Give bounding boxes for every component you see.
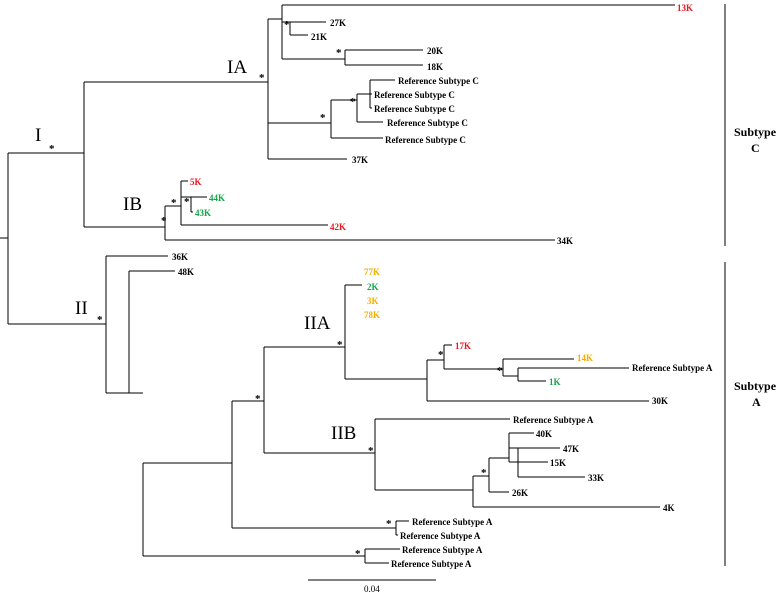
bootstrap-support-marker: * [481, 467, 487, 479]
leaf-label-18K: 18K [427, 62, 443, 72]
leaf-label-reference-subtype-c-1: Reference Subtype C [398, 76, 479, 86]
leaf-label-44K: 44K [209, 193, 225, 203]
leaf-label-43K: 43K [195, 208, 211, 218]
leaf-label-48K: 48K [178, 267, 194, 277]
subtype-a-label-line2: A [752, 395, 761, 409]
bootstrap-support-marker: * [161, 215, 167, 227]
subtype-c-label-line2: C [751, 141, 760, 155]
leaf-label-77K: 77K [364, 267, 380, 277]
leaf-label-26K: 26K [512, 488, 528, 498]
leaf-label-20K: 20K [427, 46, 443, 56]
bootstrap-support-marker: * [497, 365, 503, 377]
leaf-label-reference-subtype-c-2: Reference Subtype C [374, 90, 455, 100]
leaf-label-37K: 37K [352, 155, 368, 165]
leaf-label-30K: 30K [652, 396, 668, 406]
clade-label-IA: IA [227, 57, 247, 78]
scale-bar-label: 0.04 [364, 584, 380, 593]
clade-label-IIB: IIB [331, 423, 356, 444]
bootstrap-support-marker: * [259, 72, 265, 84]
bootstrap-support-marker: * [386, 518, 392, 530]
bootstrap-support-marker: * [336, 47, 342, 59]
clade-label-I: I [35, 125, 41, 146]
tree-branches [0, 4, 675, 564]
clade-label-IB: IB [123, 194, 142, 215]
bootstrap-support-marker: * [368, 445, 374, 457]
leaf-label-reference-subtype-c-4: Reference Subtype C [387, 118, 468, 128]
leaf-label-33K: 33K [588, 473, 604, 483]
leaf-label-4K: 4K [663, 503, 675, 513]
leaf-label-reference-subtype-c-3: Reference Subtype C [374, 104, 455, 114]
leaf-label-reference-subtype-a-3: Reference Subtype A [412, 517, 493, 527]
bootstrap-support-marker: * [320, 112, 326, 124]
bootstrap-support-marker: * [49, 143, 55, 155]
bootstrap-support-marker: * [355, 548, 361, 560]
bootstrap-support-marker: * [97, 314, 103, 326]
leaf-label-reference-subtype-a-4: Reference Subtype A [400, 531, 481, 541]
leaf-label-40K: 40K [536, 429, 552, 439]
leaf-label-47K: 47K [563, 444, 579, 454]
leaf-label-42K: 42K [330, 222, 346, 232]
clade-label-II: II [75, 298, 88, 319]
bootstrap-support-marker: * [438, 349, 444, 361]
leaf-label-27K: 27K [330, 18, 346, 28]
bootstrap-support-marker: * [255, 393, 261, 405]
bootstrap-support-marker: * [284, 19, 290, 31]
leaf-label-34K: 34K [557, 236, 573, 246]
leaf-label-3K: 3K [367, 296, 379, 306]
leaf-label-reference-subtype-c-5: Reference Subtype C [385, 135, 466, 145]
leaf-label-2K: 2K [367, 282, 379, 292]
bootstrap-markers: * * * * * * * * * * * * * * * * * * [49, 19, 503, 560]
leaf-label-13K: 13K [677, 3, 693, 13]
subtype-a-label-line1: Subtype [734, 379, 777, 393]
leaf-label-15K: 15K [550, 458, 566, 468]
leaf-label-78K: 78K [364, 310, 380, 320]
leaf-label-reference-subtype-a-2: Reference Subtype A [513, 415, 594, 425]
leaf-label-1K: 1K [549, 377, 561, 387]
leaf-label-5K: 5K [190, 177, 202, 187]
clade-label-IIA: IIA [304, 313, 331, 334]
leaf-label-reference-subtype-a-1: Reference Subtype A [632, 363, 713, 373]
leaf-label-reference-subtype-a-6: Reference Subtype A [391, 559, 472, 569]
bootstrap-support-marker: * [171, 197, 177, 209]
subtype-c-label-line1: Subtype [734, 125, 777, 139]
leaf-label-17K: 17K [455, 341, 471, 351]
bootstrap-support-marker: * [184, 196, 190, 208]
leaf-label-21K: 21K [311, 32, 327, 42]
leaf-label-14K: 14K [577, 353, 593, 363]
bootstrap-support-marker: * [350, 96, 356, 108]
leaf-label-reference-subtype-a-5: Reference Subtype A [402, 545, 483, 555]
bootstrap-support-marker: * [337, 339, 343, 351]
leaf-label-36K: 36K [172, 252, 188, 262]
